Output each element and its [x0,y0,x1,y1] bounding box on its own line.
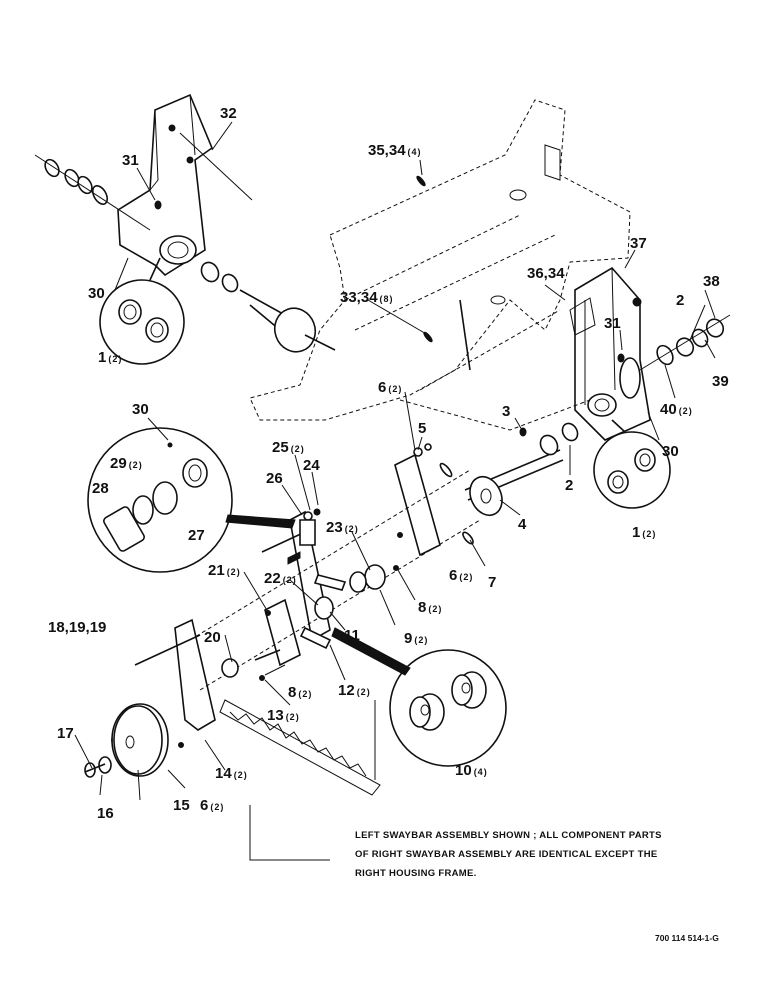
note-line: OF RIGHT SWAYBAR ASSEMBLY ARE IDENTICAL … [355,849,658,860]
callout-label: 30 [132,401,149,418]
callout-label: 29(2) [110,455,143,472]
callout-label: 25(2) [272,439,305,456]
small-hardware [167,175,474,565]
detail-circle-bushings-27-29 [87,427,296,573]
callout-label: 39 [712,373,729,390]
callout-label: 6(2) [449,567,473,584]
callout-label: 33,34(8) [340,289,394,306]
callout-label: 1(2) [98,349,122,366]
callout-label: 3 [502,403,510,420]
callout-label: 8(2) [418,599,442,616]
right-housing-frame [569,266,731,441]
callout-label: 27 [188,527,205,544]
callout-label: 11 [344,627,360,644]
callout-label: 1(2) [632,524,656,541]
note-line: LEFT SWAYBAR ASSEMBLY SHOWN ; ALL COMPON… [355,830,662,841]
leader-lines [74,121,716,801]
callout-label: 5 [418,420,426,437]
callout-label: 12(2) [338,682,371,699]
callout-label: 31 [604,315,621,332]
note-line: RIGHT HOUSING FRAME. [355,868,477,879]
detail-circle-bushings-left [99,257,185,365]
detail-circle-bushings-right [593,419,671,509]
callout-label: 6(2) [200,797,224,814]
callout-label: 6(2) [378,379,402,396]
callout-label: 30 [662,443,679,460]
callout-label: 17 [57,725,74,742]
callout-label: 2 [676,292,684,309]
document-number: 700 114 514-1-G [655,933,719,943]
callout-label: 36,34 [527,265,565,282]
callout-label: 8(2) [288,684,312,701]
callout-label: 23(2) [326,519,359,536]
callout-label: 14(2) [215,765,248,782]
callout-label: 20 [204,629,221,646]
left-housing-frame [34,93,336,353]
callout-label: 37 [630,235,647,252]
callout-label: 38 [703,273,720,290]
callout-label: 15 [173,797,190,814]
callout-label: 31 [122,152,139,169]
main-housing-frame [249,99,631,421]
callout-label: 26 [266,470,283,487]
callout-label: 4 [518,516,527,533]
callout-label: 40(2) [660,401,693,418]
assembly-note: LEFT SWAYBAR ASSEMBLY SHOWN ; ALL COMPON… [355,826,685,883]
callout-label: 32 [220,105,237,122]
shaft-assembly [399,399,591,517]
callout-label: 22(2) [264,570,297,587]
callout-label: 9(2) [404,630,428,647]
callout-label: 30 [88,285,105,302]
callout-label: 18,19,19 [48,619,106,636]
callout-label: 2 [565,477,573,494]
detail-circle-rollers-10 [331,627,507,767]
callout-label: 7 [488,574,496,591]
roller-assembly [84,703,169,778]
callout-label: 16 [97,805,114,822]
callout-label: 21(2) [208,562,241,579]
callout-label: 24 [303,457,320,474]
callout-label: 35,34(4) [368,142,422,159]
callout-label: 13(2) [267,707,300,724]
callout-label: 10(4) [455,762,488,779]
callout-labels: 32 31 30 1(2) 35,34(4) 37 36,34 38 33,34… [48,105,729,822]
callout-label: 28 [92,480,109,497]
